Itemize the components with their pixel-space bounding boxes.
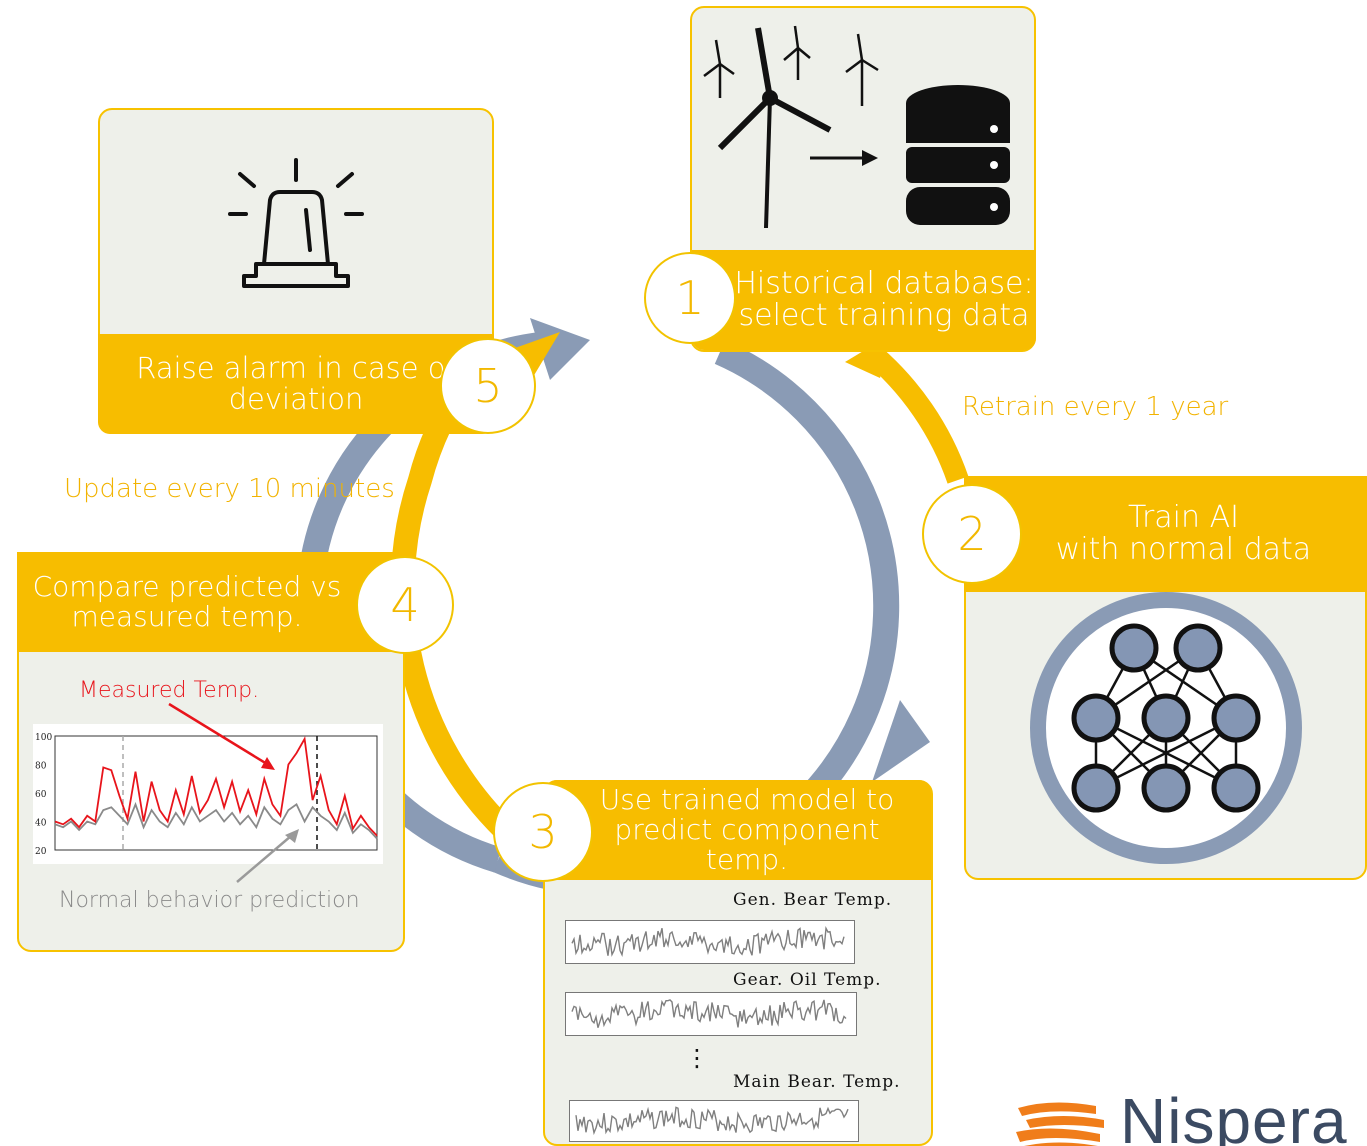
ellipsis: ⋮: [685, 1044, 709, 1072]
prediction-arrow-icon: [236, 829, 299, 883]
wind-farm-to-database-illustration: [703, 25, 1010, 229]
sensor-strip-gear-oil: [565, 992, 857, 1036]
step3-number: 3: [493, 782, 593, 882]
callout-arrows: [168, 702, 299, 883]
measured-line: [54, 736, 378, 837]
step5-number: 5: [440, 338, 536, 434]
step4-number: 4: [356, 556, 454, 654]
retrain-arrow: [845, 335, 969, 484]
y-tick-label: 60: [35, 790, 47, 800]
y-axis-ticks: 100 80 60 40 20: [35, 733, 52, 857]
prediction-label: Normal behavior prediction: [59, 888, 360, 913]
step1-number: 1: [644, 252, 736, 344]
y-tick-label: 100: [35, 733, 52, 743]
sensor-strip-gen-bear: [565, 920, 855, 964]
database-icon: [906, 85, 1010, 225]
wind-turbine-icon: [717, 27, 832, 229]
alarm-beacon-icon: [228, 158, 364, 288]
neural-network-icon: [1030, 592, 1302, 864]
comparison-chart: 100 80 60 40 20: [33, 724, 383, 864]
y-tick-label: 20: [35, 847, 47, 857]
sensor-signal-gear-oil: [571, 999, 847, 1028]
logo-text: Nispera: [1120, 1092, 1348, 1146]
sensor-signal-gen-bear: [571, 926, 845, 958]
step2-number: 2: [922, 484, 1022, 584]
update-note: Update every 10 minutes: [64, 474, 395, 504]
arrow-right-icon: [810, 150, 878, 166]
y-tick-label: 80: [35, 762, 47, 772]
logo-mark-icon: [1016, 1102, 1104, 1146]
sensor-strip-main-bear: [569, 1100, 859, 1142]
measured-arrow-icon: [168, 702, 275, 770]
sensor-signal-main-bear: [575, 1106, 849, 1136]
prediction-line: [54, 801, 378, 840]
sensor-label-main-bear: Main Bear. Temp.: [733, 1072, 901, 1092]
step1-label: Historical database:select training data: [692, 250, 1036, 350]
retrain-note: Retrain every 1 year: [962, 392, 1229, 422]
nispera-logo: Nispera: [1012, 1092, 1367, 1146]
small-turbine-icons: [703, 25, 879, 106]
y-tick-label: 40: [35, 819, 47, 829]
sensor-label-gear-oil: Gear. Oil Temp.: [733, 970, 882, 990]
measured-temp-label: Measured Temp.: [79, 678, 260, 703]
sensor-label-gen-bear: Gen. Bear Temp.: [733, 890, 893, 910]
